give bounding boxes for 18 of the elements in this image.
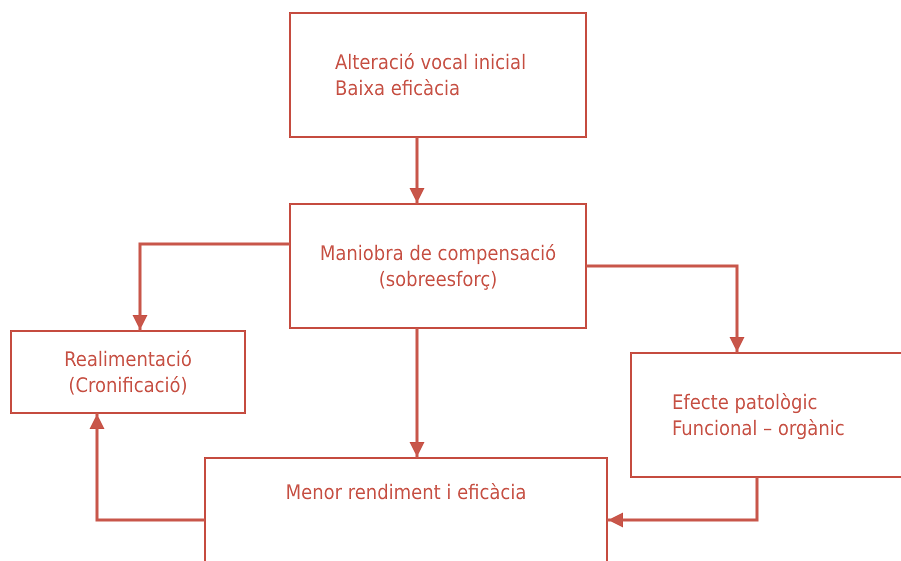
process-box <box>289 12 587 138</box>
arrow <box>587 264 744 352</box>
process-box <box>630 352 901 478</box>
arrow <box>90 414 204 522</box>
arrow <box>132 242 289 330</box>
box-text: Menor rendiment i eficàcia <box>284 479 528 505</box>
box-text: Alteració vocal inicial <box>335 49 528 75</box>
box-text: Realimentació (Cronificació) <box>63 346 193 398</box>
process-box <box>10 330 246 414</box>
arrow <box>608 478 758 528</box>
box-text: Funcional – orgànic <box>672 415 846 441</box>
box-text: Baixa eficàcia <box>335 75 461 101</box>
arrow <box>410 329 424 457</box>
process-box <box>289 203 587 329</box>
process-box <box>204 457 608 561</box>
arrow <box>410 138 424 203</box>
box-text: Efecte patològic <box>672 389 818 415</box>
box-text: Maniobra de compensació (sobreesforç) <box>318 240 558 292</box>
